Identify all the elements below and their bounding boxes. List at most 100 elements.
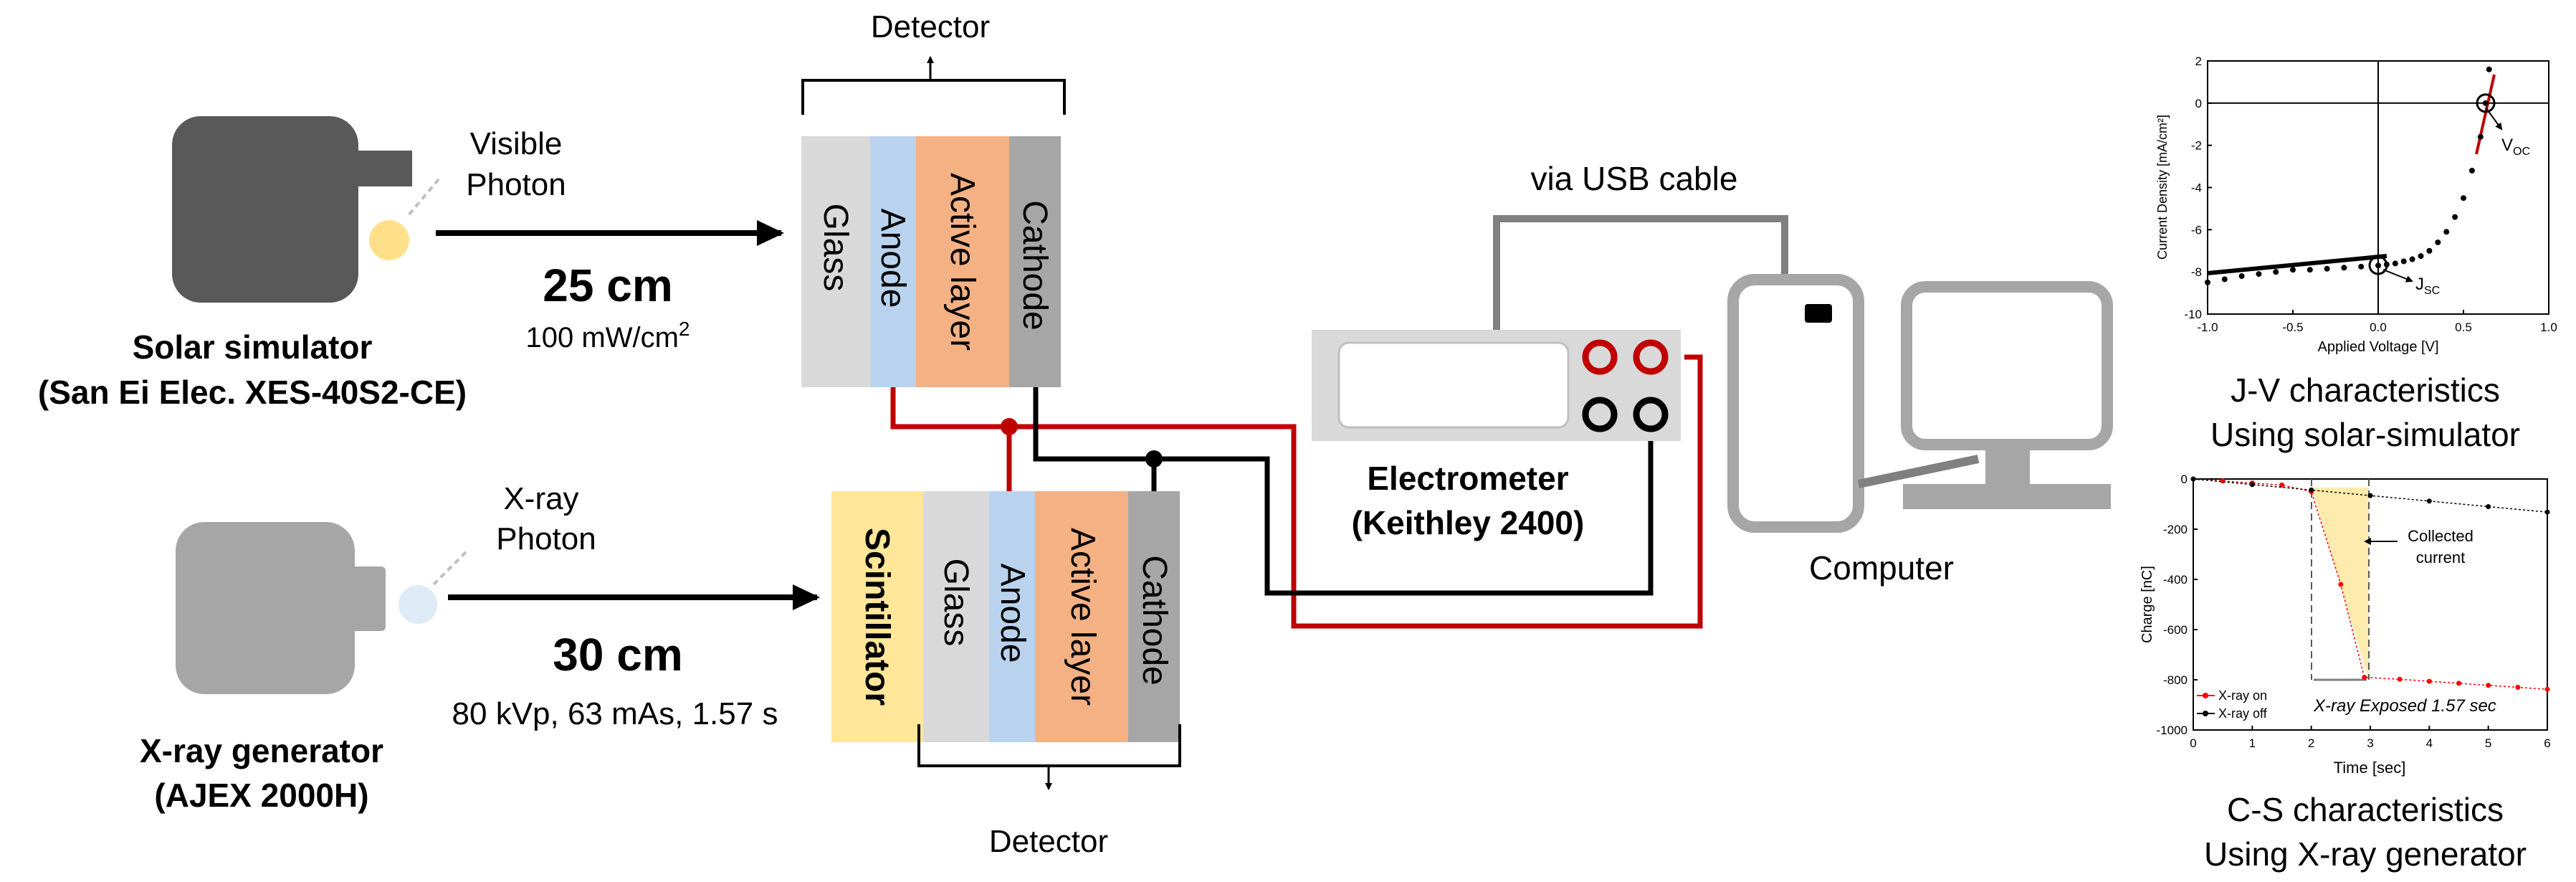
jv-data-point <box>2341 265 2347 271</box>
electrometer-model: (Keithley 2400) <box>1352 504 1585 541</box>
cs-data-point <box>2486 504 2491 509</box>
top-layer-active <box>916 136 1009 387</box>
cs-xtick-label: 2 <box>2308 736 2314 750</box>
jv-caption-1: J-V characteristics <box>2231 371 2500 409</box>
jv-data-point <box>2256 271 2262 278</box>
solar-simulator-model: (San Ei Elec. XES-40S2-CE) <box>38 374 467 411</box>
cs-xtick-label: 1 <box>2249 736 2256 750</box>
jv-xlabel: Applied Voltage [V] <box>2317 339 2438 355</box>
cs-data-point <box>2249 482 2255 488</box>
solar-simulator-nozzle <box>355 151 412 186</box>
computer-connector <box>1857 455 1980 488</box>
electrometer-black-terminal-2 <box>1633 397 1669 432</box>
jv-data-point <box>2358 263 2365 270</box>
cs-legend: X-ray on X-ray off <box>2197 688 2268 721</box>
cs-ytick-label: -600 <box>2163 623 2188 637</box>
top-layer-glass <box>801 136 870 387</box>
jv-data-point <box>2238 273 2245 280</box>
cs-data-point <box>2397 676 2403 682</box>
xray-generator: X-ray Photon 30 cm 80 kVp, 63 mAs, 1.57 … <box>140 481 820 814</box>
xray-photon-icon <box>399 585 437 624</box>
visible-photon-icon <box>369 220 409 260</box>
cs-data-point <box>2338 582 2344 587</box>
bottom-layer-active-label: Active layer <box>1064 528 1102 706</box>
jv-ytick-label: -8 <box>2191 265 2202 279</box>
jv-data-point <box>2307 267 2313 273</box>
jv-ytick-label: 0 <box>2195 97 2202 110</box>
jv-data-point <box>2409 256 2415 262</box>
cs-data-point <box>2309 487 2314 493</box>
computer-label: Computer <box>1809 549 1954 587</box>
visible-photon-label-2: Photon <box>466 167 566 202</box>
jv-xtick-label: 0.0 <box>2370 321 2387 334</box>
jv-tangent-jsc <box>2207 254 2387 275</box>
wiring <box>890 354 1703 629</box>
jv-jsc-label-sub: SC <box>2424 285 2440 297</box>
solar-intensity-value: 100 mW/cm <box>526 322 679 354</box>
cs-data-point <box>2544 686 2550 692</box>
solar-distance: 25 cm <box>543 260 672 311</box>
cs-data-point <box>2426 498 2432 504</box>
bottom-layer-scintillator <box>831 491 923 742</box>
cs-ylabel: Charge [nC] <box>2139 566 2155 643</box>
detector-bottom-label: Detector <box>989 824 1108 859</box>
jv-data-point <box>2452 214 2458 220</box>
cs-xtick-label: 0 <box>2190 736 2196 750</box>
xray-generator-nozzle <box>351 566 386 631</box>
xray-generator-name: X-ray generator <box>140 732 383 769</box>
electrometer-red-terminal-1 <box>1582 339 1618 375</box>
xray-photon-label-1: X-ray <box>503 481 578 516</box>
solar-intensity: 100 mW/cm2 <box>526 318 690 354</box>
computer: via USB cable Computer <box>1493 160 2113 587</box>
cs-data-point <box>2426 678 2432 684</box>
xray-photon-pointer <box>432 551 467 586</box>
jv-data-point <box>2486 66 2492 72</box>
jv-xtick-label: -0.5 <box>2282 321 2303 334</box>
solar-simulator-body <box>172 116 358 303</box>
xray-params: 80 kVp, 63 mAs, 1.57 s <box>452 696 778 731</box>
jv-data-point <box>2418 253 2424 260</box>
detector-top: Detector Glass Anode Active layer Cathod… <box>801 9 1066 387</box>
jv-ytick-label: -4 <box>2191 181 2202 195</box>
black-wire-junction <box>1145 450 1163 468</box>
cs-legend-off-marker <box>2203 711 2208 716</box>
jv-ytick-label: 2 <box>2195 54 2202 68</box>
jv-data-point <box>2461 195 2466 201</box>
computer-tower <box>1727 274 1864 533</box>
computer-drive-slot <box>1805 304 1832 323</box>
jv-xtick-label: -1.0 <box>2197 321 2218 334</box>
cs-data-point <box>2279 482 2284 488</box>
top-layer-anode-label: Anode <box>874 209 912 308</box>
jv-xtick-label: 1.0 <box>2540 321 2557 334</box>
cs-ytick-label: -200 <box>2163 523 2188 536</box>
jv-ylabel: Current Density [mA/cm²] <box>2155 115 2170 260</box>
cs-caption-1: C-S characteristics <box>2227 791 2504 828</box>
cs-data-point <box>2367 493 2373 498</box>
cs-data-point <box>2486 683 2491 688</box>
xray-distance: 30 cm <box>553 629 682 681</box>
jv-jsc-label: JSC <box>2415 275 2440 297</box>
red-wire <box>890 354 1703 629</box>
electrometer-red-terminal-2 <box>1633 339 1669 375</box>
detector-bottom: Scintillator Glass Anode Active layer Ca… <box>831 491 1181 859</box>
bottom-layer-scintillator-label: Scintillator <box>858 528 896 706</box>
top-layer-cathode-label: Cathode <box>1016 200 1054 330</box>
cs-annotation-line2: current <box>2416 549 2465 566</box>
top-layer-glass-label: Glass <box>816 204 854 292</box>
cs-data-point <box>2362 675 2367 680</box>
cs-xtick-label: 5 <box>2485 736 2491 750</box>
cs-xlabel: Time [sec] <box>2334 759 2406 777</box>
cs-legend-off-label: X-ray off <box>2218 706 2268 721</box>
bottom-layer-glass <box>923 491 989 742</box>
bottom-layer-active <box>1035 491 1128 742</box>
jv-ytick-label: -6 <box>2191 223 2202 237</box>
jv-voc-label-sub: OC <box>2513 146 2530 158</box>
jv-voc-label-main: V <box>2501 136 2513 155</box>
jv-data-point <box>2375 262 2381 269</box>
jv-data-point <box>2477 133 2484 140</box>
usb-cable-label: via USB cable <box>1531 160 1738 197</box>
jv-tangent-voc <box>2475 74 2496 155</box>
computer-monitor-stand <box>1985 445 2030 484</box>
top-layer-anode <box>870 136 916 387</box>
